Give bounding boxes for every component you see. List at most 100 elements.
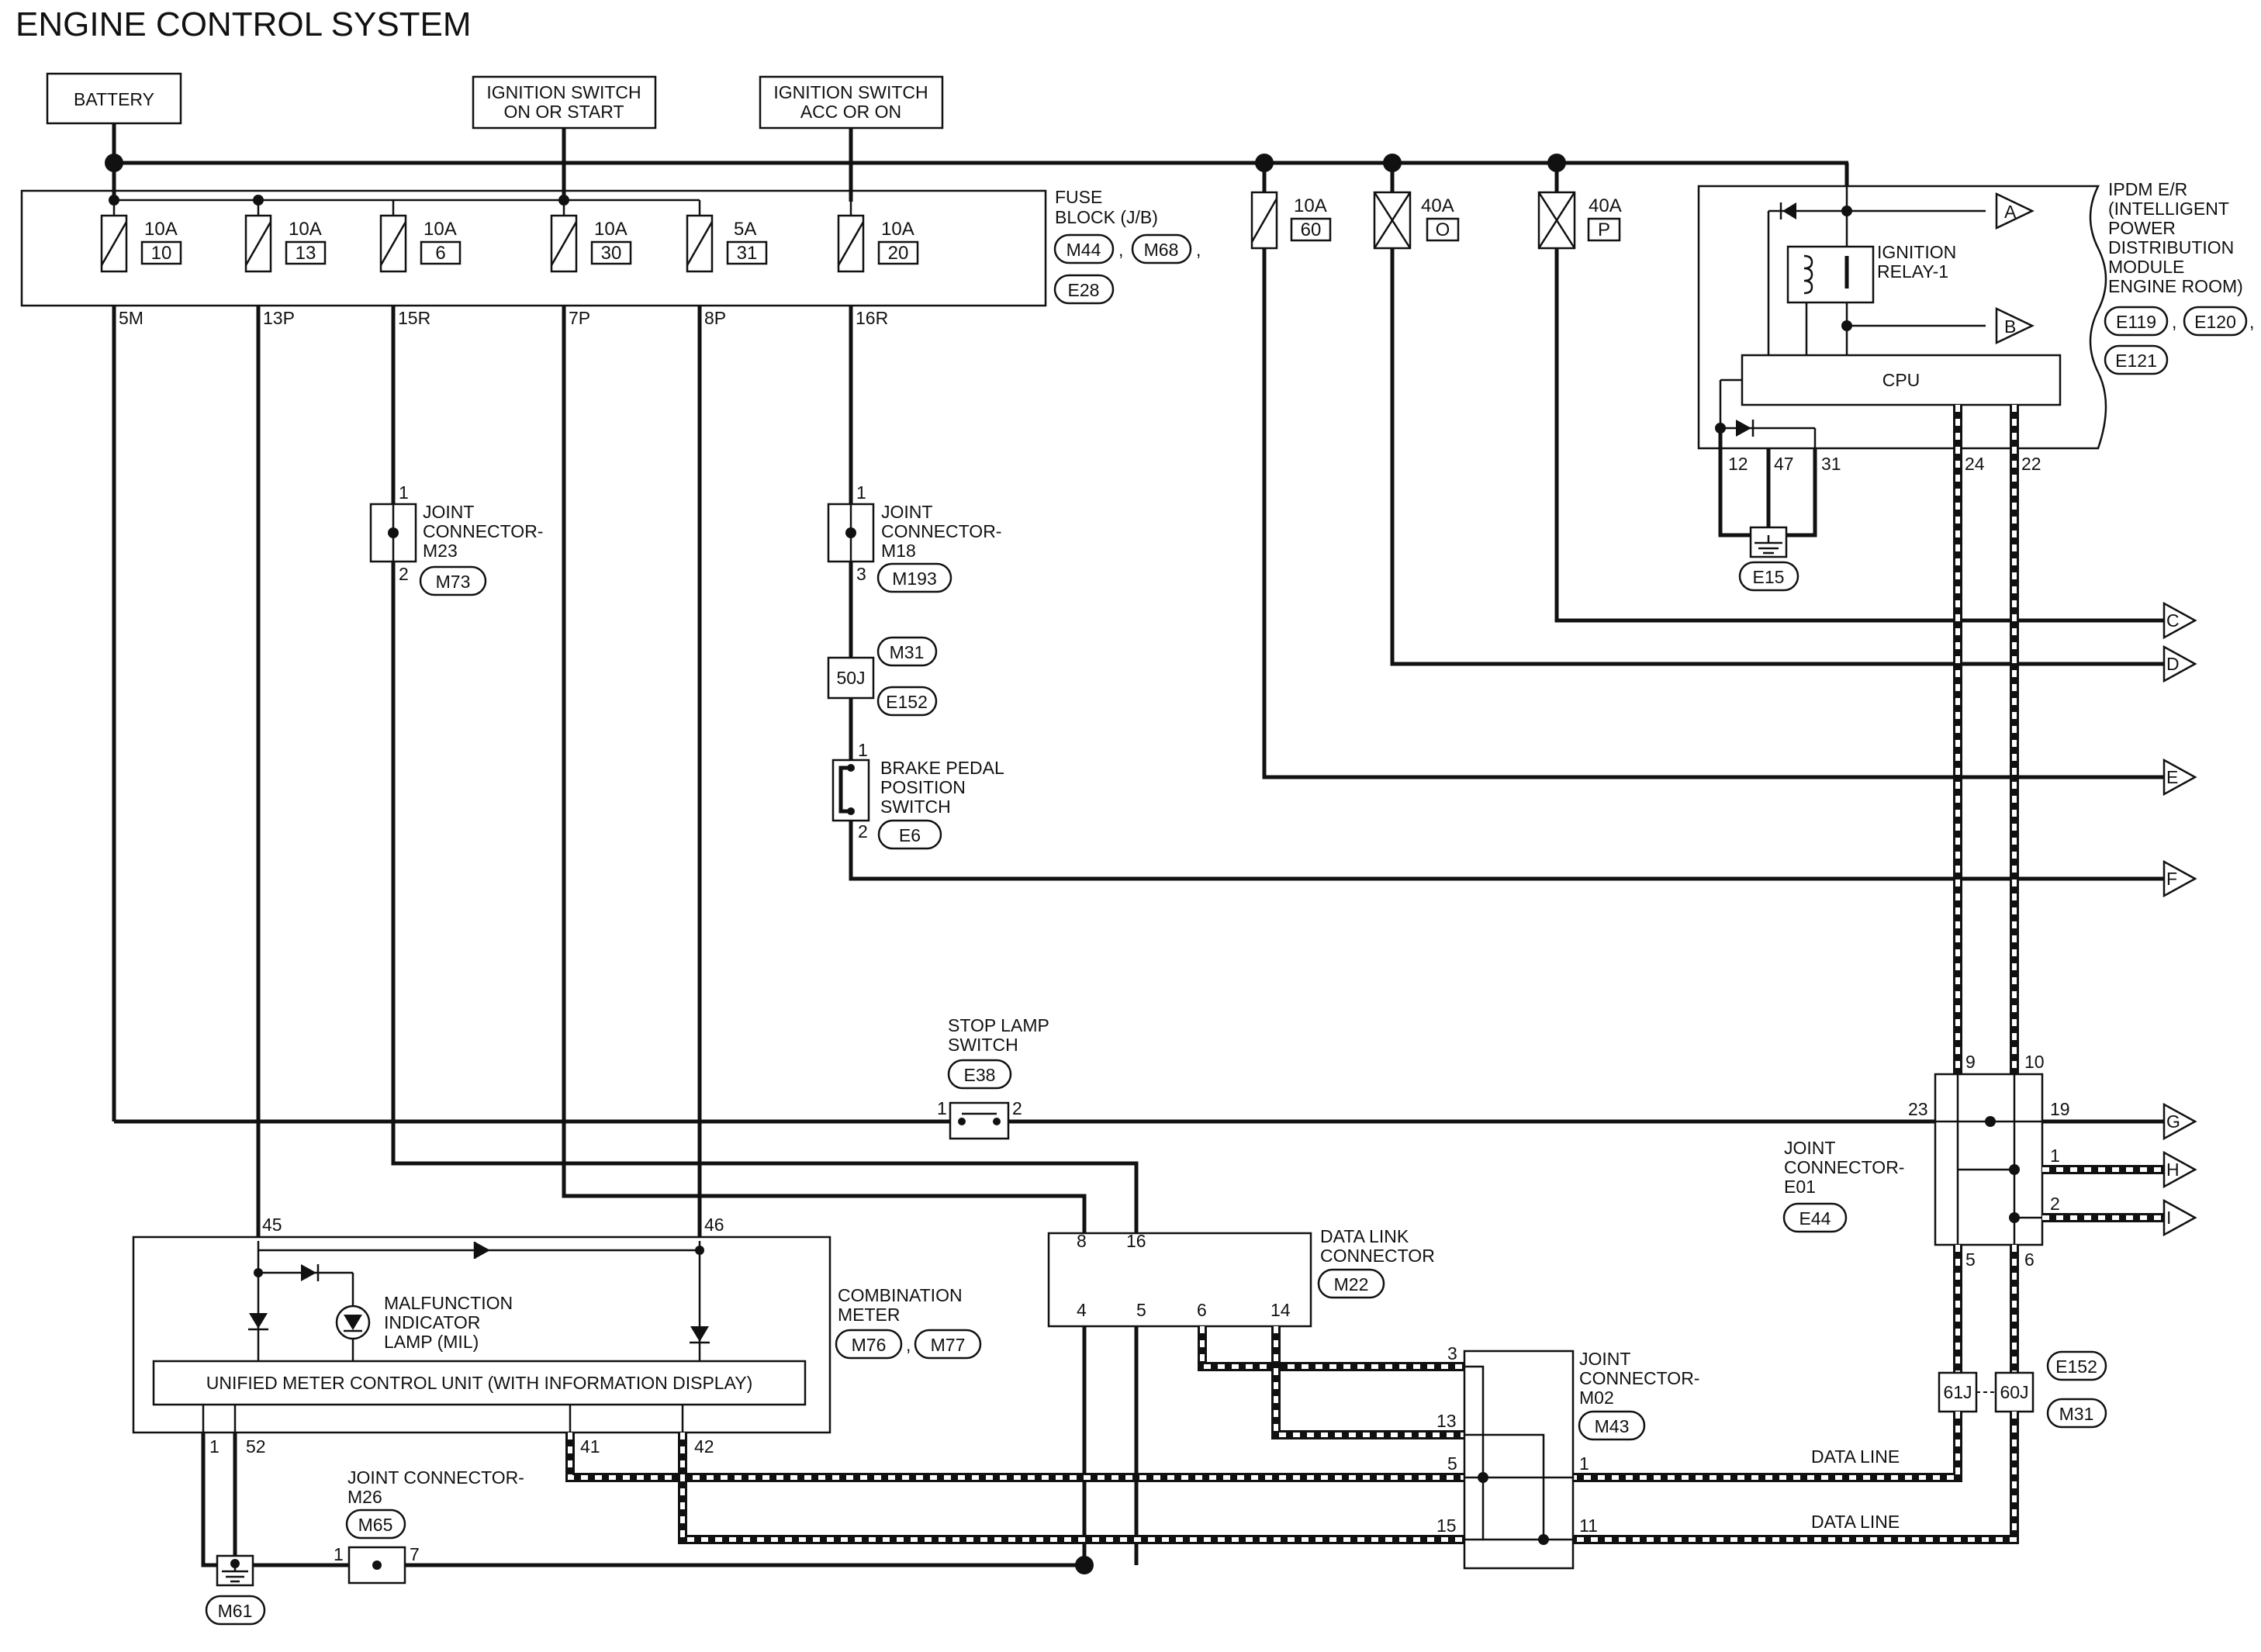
svg-text:15R: 15R [398,308,430,328]
brake-pedal-position-switch: 1 2 BRAKE PEDAL POSITION SWITCH E6 [831,740,1004,850]
svg-text:MALFUNCTION: MALFUNCTION [384,1293,513,1313]
svg-text:G: G [2166,1111,2180,1132]
svg-text:5: 5 [1447,1453,1457,1474]
svg-text:E28: E28 [1068,280,1100,300]
svg-text:O: O [1436,219,1450,240]
svg-text:E120: E120 [2194,312,2236,332]
svg-text:6: 6 [1197,1300,1207,1320]
svg-text:BRAKE PEDAL: BRAKE PEDAL [880,758,1004,778]
svg-text:INDICATOR: INDICATOR [384,1312,480,1332]
svg-text:E6: E6 [899,825,921,845]
svg-text:13: 13 [296,243,316,264]
svg-text:CONNECTOR-: CONNECTOR- [423,521,543,541]
joint-connector-m26: 1 7 JOINT CONNECTOR- M26 M65 [334,1467,524,1585]
svg-text:M31: M31 [890,642,925,662]
svg-text:1: 1 [858,740,868,760]
svg-text:5: 5 [1965,1249,1976,1270]
svg-text:B: B [2004,316,2016,337]
cpu-block [1741,354,2062,406]
svg-text:STOP LAMP: STOP LAMP [948,1015,1049,1035]
svg-text:FUSE: FUSE [1055,187,1102,207]
svg-text:1: 1 [937,1098,947,1118]
svg-text:IPDM E/R: IPDM E/R [2108,179,2187,199]
stop-lamp-switch: STOP LAMP SWITCH E38 1 2 [937,1015,1049,1140]
svg-text:I: I [2166,1208,2171,1228]
arrow-c: C [2162,601,2197,640]
svg-text:CONNECTOR-: CONNECTOR- [1579,1368,1699,1388]
svg-text:ENGINE ROOM): ENGINE ROOM) [2108,276,2243,296]
svg-text:,: , [1118,240,1123,260]
svg-text:3: 3 [856,564,866,584]
svg-text:16R: 16R [856,308,888,328]
svg-text:M18: M18 [881,541,916,561]
svg-text:CONNECTOR-: CONNECTOR- [1784,1157,1904,1177]
svg-text:ON OR START: ON OR START [503,102,624,122]
ground-m61: M61 [205,1554,266,1626]
svg-text:,: , [906,1335,911,1355]
svg-text:E152: E152 [2055,1357,2097,1377]
svg-text:POWER: POWER [2108,218,2176,238]
svg-text:RELAY-1: RELAY-1 [1877,261,1948,282]
svg-text:14: 14 [1271,1300,1291,1320]
svg-text:BATTERY: BATTERY [74,89,154,109]
svg-text:5M: 5M [119,308,143,328]
svg-text:,: , [2249,312,2254,332]
svg-text:M23: M23 [423,541,458,561]
svg-text:9: 9 [1965,1052,1976,1072]
svg-text:SWITCH: SWITCH [948,1035,1018,1055]
svg-text:E15: E15 [1753,567,1785,587]
fuse-10: 10A 10 5M [100,214,182,328]
battery-source: BATTERY [46,72,182,125]
svg-text:1: 1 [1579,1453,1589,1474]
joint-connector-e01: 9 10 23 19 1 2 5 6 JOINT CONNECTOR- E01 … [1782,1052,2070,1270]
svg-text:12: 12 [1728,454,1748,474]
fuse-31: 5A 31 8P [686,214,768,328]
svg-text:7: 7 [410,1544,420,1564]
svg-text:ACC OR ON: ACC OR ON [800,102,901,122]
svg-text:JOINT: JOINT [1784,1138,1835,1158]
svg-text:LAMP (MIL): LAMP (MIL) [384,1332,479,1352]
svg-text:DISTRIBUTION: DISTRIBUTION [2108,237,2234,257]
svg-text:42: 42 [694,1436,714,1457]
unified-meter-control-unit [152,1360,807,1406]
fuse-13: 10A 13 13P [244,214,327,328]
joint-connector-m18: 1 3 JOINT CONNECTOR- M18 M193 [827,482,1001,593]
svg-text:60J: 60J [2000,1382,2028,1402]
arrow-d: D [2162,645,2197,683]
svg-text:2: 2 [858,821,868,842]
svg-text:F: F [2166,869,2177,889]
svg-text:IGNITION SWITCH: IGNITION SWITCH [486,82,641,102]
svg-text:M02: M02 [1579,1388,1614,1408]
svg-text:60: 60 [1301,219,1322,240]
svg-text:7P: 7P [569,308,590,328]
svg-text:M68: M68 [1144,240,1179,260]
svg-text:2: 2 [1012,1098,1022,1118]
svg-text:1: 1 [856,482,866,503]
data-link-connector: 8 16 4 5 6 14 DATA LINK CONNECTOR M22 [1047,1226,1435,1328]
svg-text:M22: M22 [1334,1274,1369,1294]
svg-text:METER: METER [838,1305,901,1325]
svg-text:JOINT CONNECTOR-: JOINT CONNECTOR- [347,1467,524,1488]
svg-text:31: 31 [1821,454,1841,474]
svg-text:JOINT: JOINT [423,502,474,522]
svg-text:C: C [2166,610,2180,631]
svg-text:M31: M31 [2059,1404,2094,1424]
arrow-f: F [2162,859,2197,898]
svg-text:16: 16 [1126,1231,1146,1251]
svg-text:10: 10 [2024,1052,2045,1072]
svg-text:61J: 61J [1943,1382,1972,1402]
svg-text:E44: E44 [1799,1208,1831,1229]
svg-text:E152: E152 [886,692,928,712]
svg-text:IGNITION: IGNITION [1877,242,1956,262]
svg-text:5: 5 [1136,1300,1146,1320]
svg-text:CPU: CPU [1882,370,1920,390]
svg-text:1: 1 [2050,1146,2060,1166]
svg-text:UNIFIED METER CONTROL UNIT (WI: UNIFIED METER CONTROL UNIT (WITH INFORMA… [206,1373,753,1393]
svg-text:11: 11 [1579,1515,1598,1536]
svg-text:,: , [2172,312,2176,332]
arrow-b [1995,307,2035,344]
fuse-block: FUSE BLOCK (J/B) M44 , M68 , E28 [20,163,1201,307]
svg-text:(INTELLIGENT: (INTELLIGENT [2108,199,2229,219]
svg-text:10A: 10A [289,219,322,240]
arrow-a [1995,192,2035,230]
